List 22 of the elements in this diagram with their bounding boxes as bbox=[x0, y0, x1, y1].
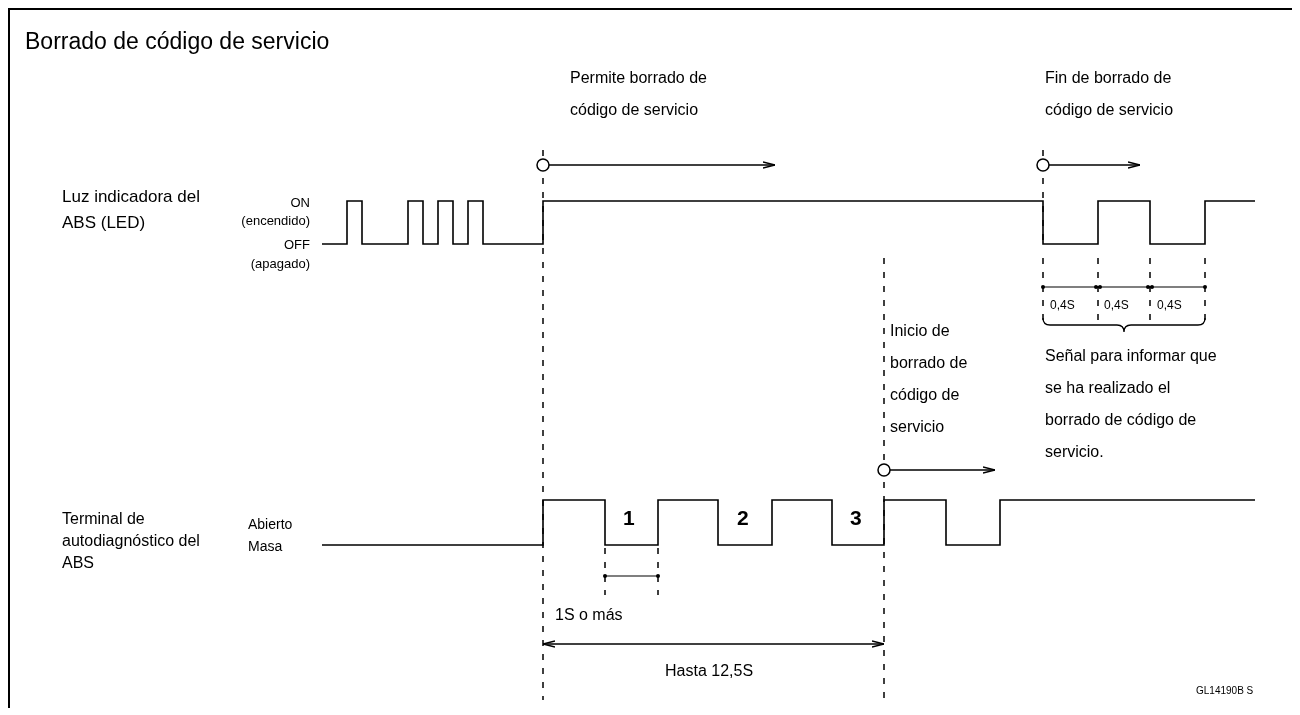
level-label: OFF bbox=[283, 237, 310, 253]
figure-code: GL14190B S bbox=[1196, 684, 1254, 698]
diagram-title: Borrado de código de servicio bbox=[25, 27, 330, 56]
level-label: (encendido) bbox=[240, 213, 310, 229]
duration-label: Hasta 12,5S bbox=[665, 661, 754, 681]
note-text: Señal para informar que se ha realizado el borrado de código de servicio. bbox=[1045, 346, 1218, 462]
level-label: (apagado) bbox=[249, 256, 310, 272]
level-label: Masa bbox=[248, 537, 283, 555]
pulse-number: 1 bbox=[623, 505, 635, 531]
level-label: Abierto bbox=[248, 515, 293, 533]
duration-label: 1S o más bbox=[555, 605, 623, 625]
event-label: Inicio de borrado de código de servicio bbox=[890, 321, 969, 437]
duration-label: 0,4S bbox=[1157, 297, 1182, 313]
pulse-number: 3 bbox=[850, 505, 862, 531]
event-label: Permite borrado de código de servicio bbox=[570, 68, 708, 120]
pulse-number: 2 bbox=[737, 505, 749, 531]
event-label: Fin de borrado de código de servicio bbox=[1045, 68, 1175, 120]
signal-name: Luz indicadora del ABS (LED) bbox=[62, 186, 201, 234]
signal-name: Terminal de autodiagnóstico del ABS bbox=[62, 509, 201, 573]
duration-label: 0,4S bbox=[1050, 297, 1075, 313]
level-label: ON bbox=[289, 195, 310, 211]
duration-label: 0,4S bbox=[1104, 297, 1129, 313]
